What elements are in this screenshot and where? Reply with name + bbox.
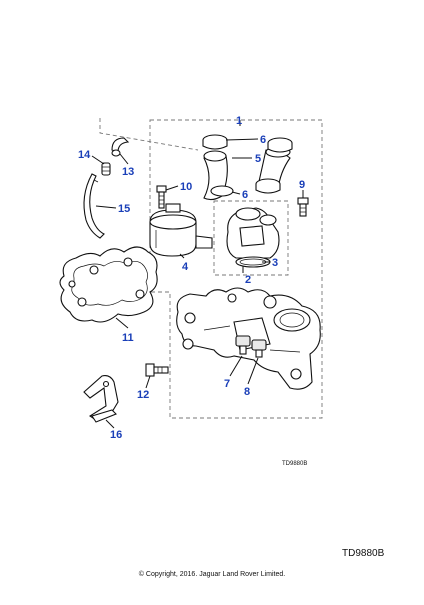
assembly-frame-1: [149, 119, 323, 419]
callout-16: 16: [110, 429, 122, 441]
leader-12: [145, 375, 151, 389]
assembly-frame-2: [213, 200, 289, 276]
leader-8: [247, 357, 259, 385]
part-6-clamp-right: [267, 137, 293, 153]
callout-6-lower: 6: [242, 189, 248, 201]
part-13-elbow: [111, 137, 130, 157]
leader-13: [119, 153, 129, 165]
callout-4: 4: [182, 261, 189, 273]
part-6-clamp-lower: [210, 178, 281, 197]
part-12-bolt: [145, 363, 169, 377]
leader-11: [115, 317, 129, 329]
callout-11: 11: [122, 332, 134, 344]
diagram-ref: TD9880B: [342, 548, 385, 559]
callout-5: 5: [255, 153, 261, 165]
callout-15: 15: [118, 203, 130, 215]
leader-16: [105, 419, 115, 429]
part-10-bolt: [156, 185, 167, 209]
part-9-bolt: [297, 197, 309, 217]
callout-14: 14: [78, 149, 91, 161]
callout-13: 13: [122, 166, 134, 178]
diagram-ref-small: TD9880B: [282, 461, 307, 467]
part-8-sensor: [251, 339, 267, 358]
leader-6a: [225, 138, 259, 141]
part-2-outlet: [226, 207, 280, 259]
callout-8: 8: [244, 386, 250, 398]
callout-3: 3: [272, 257, 278, 269]
callout-9: 9: [299, 179, 305, 191]
leader-6b: [231, 191, 241, 195]
callout-10: 10: [180, 181, 192, 193]
callout-12: 12: [137, 389, 149, 401]
hose-link-dash: [99, 118, 199, 151]
callout-2: 2: [245, 274, 251, 286]
leader-15: [95, 205, 117, 209]
part-16-bracket: [83, 375, 119, 423]
part-6-clamp-upper: [202, 134, 228, 150]
part-7-sensor: [235, 335, 251, 355]
part-11-gasket: [59, 246, 158, 323]
copyright-text: © Copyright, 2016. Jaguar Land Rover Lim…: [139, 570, 285, 578]
leader-10: [165, 185, 179, 191]
leader-7: [229, 355, 243, 377]
part-4-housing: [149, 203, 213, 257]
part-15-hose: [83, 173, 105, 239]
callout-7: 7: [224, 378, 230, 390]
part-14-connector: [101, 162, 111, 176]
callout-1: 1: [236, 115, 242, 127]
leader-14: [91, 155, 105, 165]
leader-4: [179, 253, 185, 259]
callout-6-upper: 6: [260, 134, 266, 146]
